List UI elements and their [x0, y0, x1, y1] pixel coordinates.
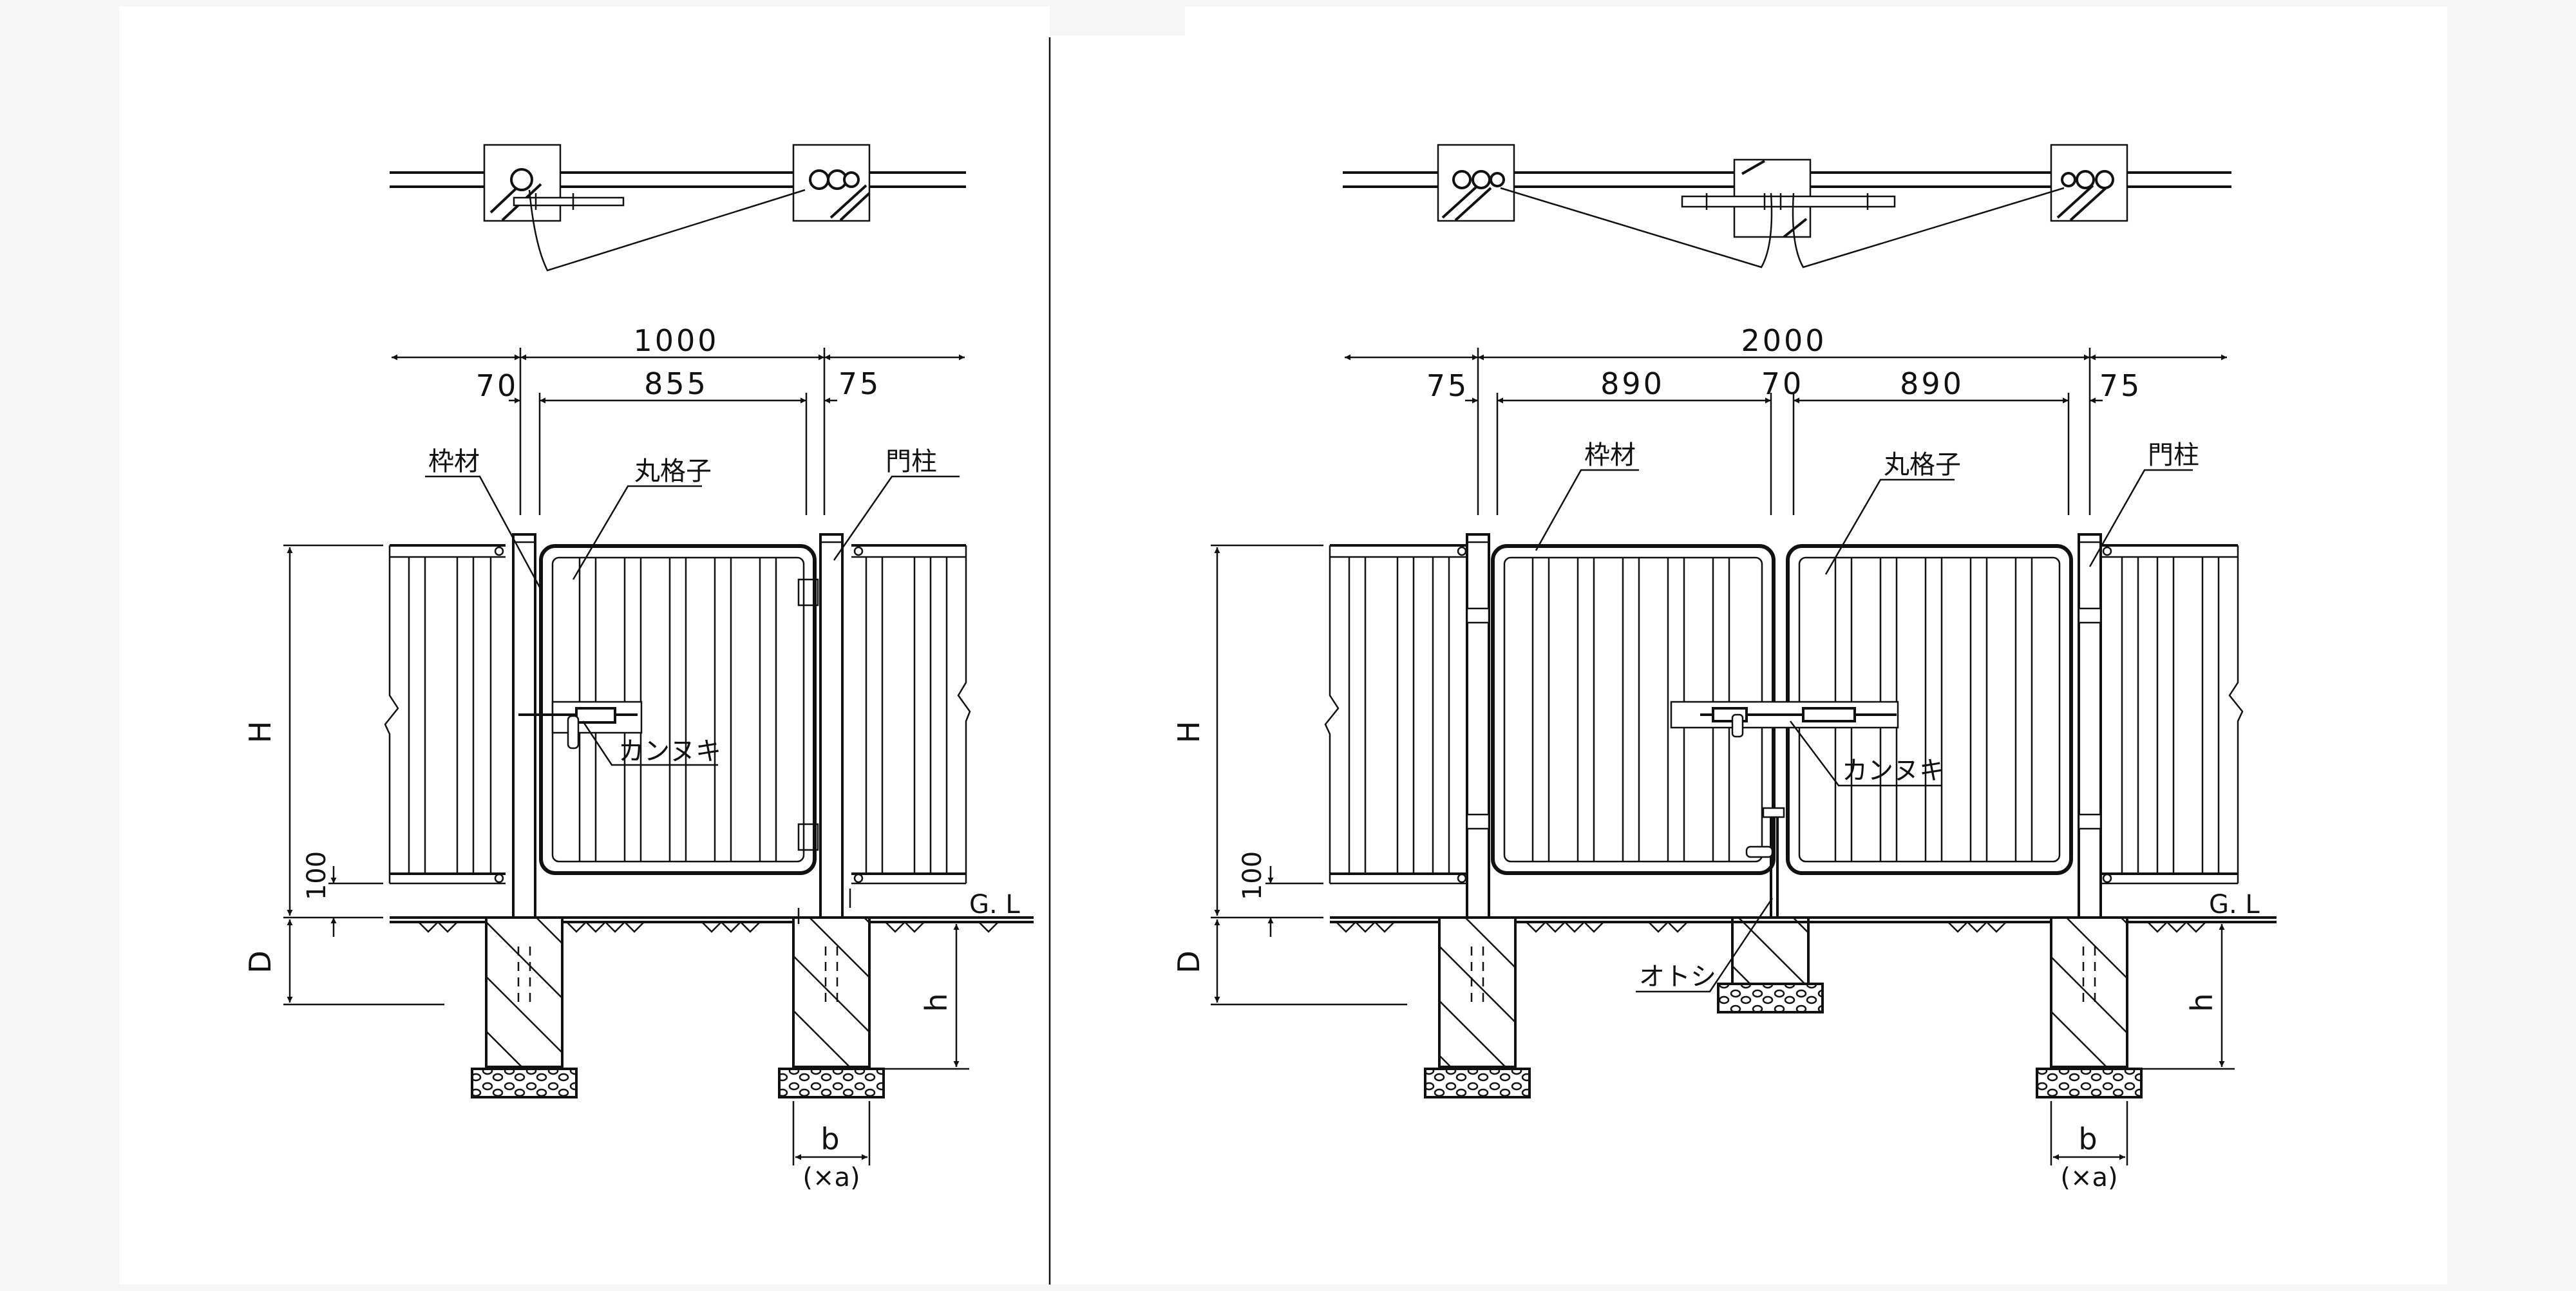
left-paper [119, 6, 1050, 1285]
right-center-gap: 70 [1761, 366, 1804, 401]
right-bottom-gap-label: 100 [1238, 851, 1267, 900]
left-bottom-gap-label: 100 [302, 851, 332, 900]
left-label-latch: カンヌキ [618, 737, 721, 766]
right-drop-bolt [1717, 807, 1824, 1013]
right-label-gate-post: 門柱 [2148, 440, 2199, 470]
middle-paper [1050, 35, 1185, 1285]
right-plan-view [1343, 144, 2231, 269]
right-label-drop-bolt: オトシ [1639, 962, 1716, 992]
right-dimensions: 2000 75 890 70 890 75 [1345, 323, 2227, 515]
left-post-right-width: 75 [838, 366, 882, 401]
right-foundation-2 [2036, 916, 2143, 1098]
left-footing-width-label: b [820, 1122, 842, 1156]
left-fence-right [851, 544, 971, 885]
left-label-gate-post: 門柱 [886, 447, 937, 476]
left-post-2 [797, 533, 844, 922]
right-fence-right [2101, 544, 2244, 885]
left-footing-depth-label: h [919, 990, 954, 1012]
right-footing-width-alt-label: (×a) [2060, 1163, 2117, 1192]
right-leaf-right-width: 890 [1900, 366, 1964, 401]
left-height-dimensions: H 100 D [243, 544, 444, 1006]
left-foundation-2 [778, 889, 885, 1098]
right-footing-depth-label: h [2184, 990, 2219, 1012]
right-post-right-width: 75 [2099, 368, 2143, 403]
left-plan-view [390, 144, 966, 272]
left-labels: 枠材 丸格子 門柱 カンヌキ [425, 447, 960, 766]
left-label-frame: 枠材 [428, 447, 480, 476]
right-footing-width-label: b [2078, 1122, 2099, 1156]
left-overall-width: 1000 [633, 323, 719, 358]
left-gate-leaf [518, 544, 817, 875]
right-post-left-width: 75 [1426, 368, 1470, 403]
right-label-latch: カンヌキ [1842, 756, 1945, 786]
right-fence-left [1324, 544, 1470, 885]
left-dimensions: 1000 70 855 75 [392, 323, 965, 515]
right-paper [1185, 6, 2447, 1285]
right-latch [1670, 701, 1899, 738]
right-post-2 [2078, 533, 2102, 922]
right-foundation-1 [1424, 916, 1531, 1098]
left-gate-drawing: 1000 70 855 75 [243, 144, 1034, 1192]
right-leaf-left-width: 890 [1600, 366, 1665, 401]
left-height-label: H [243, 719, 278, 744]
right-label-round-bars: 丸格子 [1884, 450, 1961, 480]
right-height-dimensions: H 100 D [1171, 544, 1407, 1006]
right-post-1 [1466, 533, 1490, 922]
right-ground-line-label: G. L [2209, 890, 2260, 919]
left-ground-line-label: G. L [969, 890, 1020, 919]
left-opening-width: 855 [644, 366, 708, 401]
left-depth-label: D [243, 948, 278, 973]
left-label-round-bars: 丸格子 [634, 457, 712, 486]
left-post-left-width: 70 [476, 368, 519, 403]
left-footing-dimensions: h b (×a) [792, 924, 969, 1192]
right-overall-width: 2000 [1741, 323, 1826, 358]
right-gate-drawing: 2000 75 890 70 890 75 [1171, 144, 2277, 1192]
left-fence-left [384, 544, 506, 885]
right-depth-label: D [1171, 948, 1206, 973]
left-footing-width-alt-label: (×a) [802, 1163, 860, 1192]
right-labels: 枠材 丸格子 門柱 カンヌキ オトシ [1535, 440, 2199, 993]
left-foundation-1 [471, 916, 578, 1098]
right-footing-dimensions: h b (×a) [2050, 924, 2235, 1192]
right-height-label: H [1171, 719, 1206, 744]
left-post-1 [512, 533, 536, 922]
right-label-frame: 枠材 [1584, 440, 1636, 470]
